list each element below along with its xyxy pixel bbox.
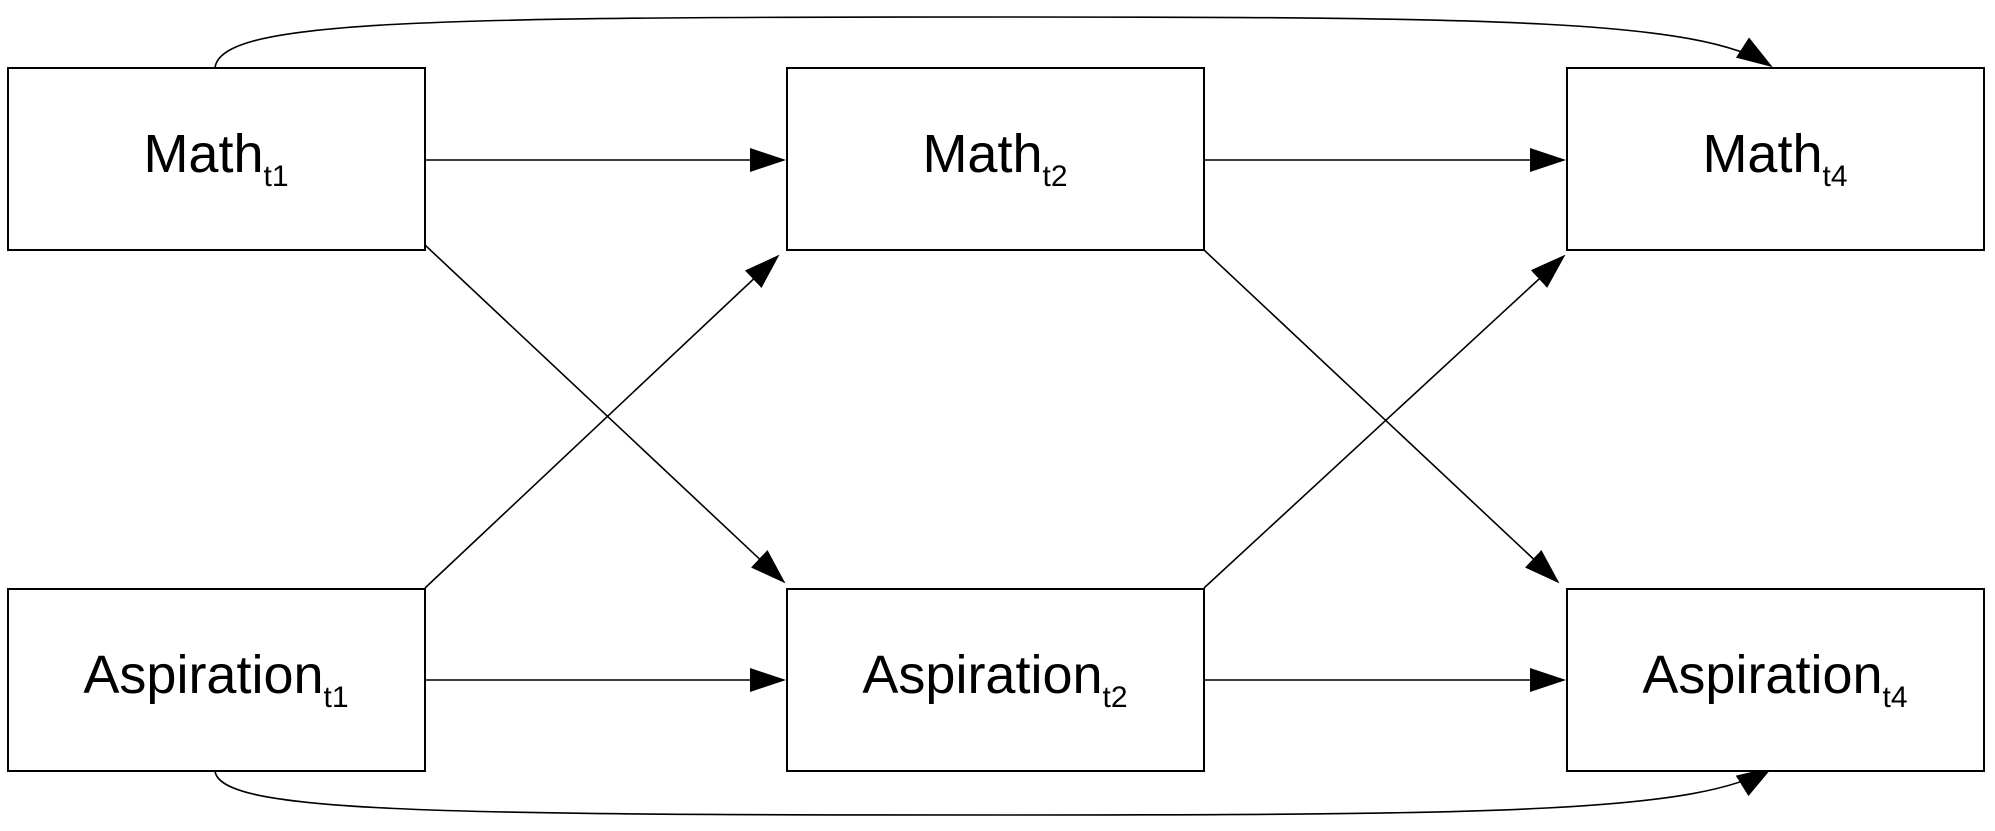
node-subscript: t2 (1043, 160, 1068, 193)
edge-math-t2-to-asp-t4 (1203, 249, 1560, 584)
edge-asp-t2-to-math-t4 (1203, 254, 1566, 589)
node-subscript: t1 (264, 160, 289, 193)
svg-text:Matht1: Matht1 (143, 124, 288, 193)
node-math-t1: Matht1 (7, 67, 426, 251)
node-label-text: Math (1702, 124, 1822, 184)
edges-layer (214, 16, 1773, 816)
node-aspiration-t2: Aspirationt2 (786, 588, 1205, 772)
node-subscript: t4 (1883, 681, 1908, 714)
svg-text:Matht4: Matht4 (1702, 124, 1847, 193)
node-math-t2: Matht2 (786, 67, 1205, 251)
svg-text:Aspirationt1: Aspirationt1 (83, 645, 348, 714)
node-subscript: t1 (324, 681, 349, 714)
node-subscript: t4 (1823, 160, 1848, 193)
node-aspiration-t1: Aspirationt1 (7, 588, 426, 772)
edge-asp-t1-to-asp-t4 (214, 766, 1773, 816)
node-label-text: Math (143, 124, 263, 184)
node-label-text: Aspiration (1642, 645, 1882, 705)
node-math-t4: Matht4 (1566, 67, 1985, 251)
node-subscript: t2 (1103, 681, 1128, 714)
node-aspiration-t4: Aspirationt4 (1566, 588, 1985, 772)
svg-text:Aspirationt4: Aspirationt4 (1642, 645, 1907, 714)
svg-text:Matht2: Matht2 (922, 124, 1067, 193)
node-label-text: Aspiration (83, 645, 323, 705)
node-label-text: Aspiration (862, 645, 1102, 705)
edge-math-t1-to-math-t4 (214, 16, 1773, 69)
svg-text:Aspirationt2: Aspirationt2 (862, 645, 1127, 714)
node-label-text: Math (922, 124, 1042, 184)
edge-math-t1-to-asp-t2 (424, 244, 786, 584)
edge-asp-t1-to-math-t2 (424, 254, 780, 589)
